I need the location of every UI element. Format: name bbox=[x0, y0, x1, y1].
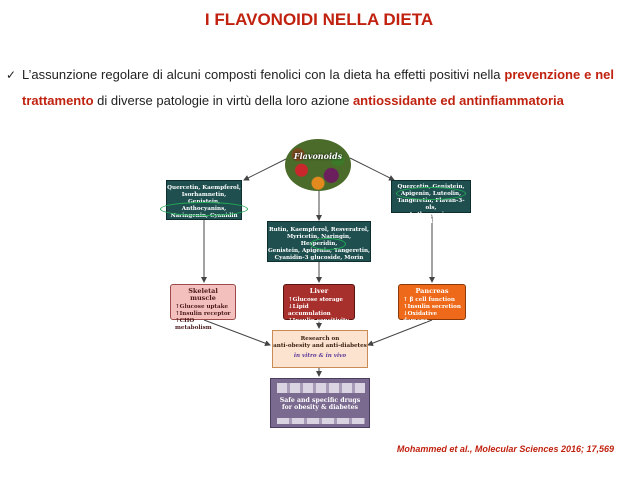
pancreas-title: Pancreas bbox=[415, 287, 449, 295]
lab-image-strip-bottom bbox=[277, 418, 365, 424]
pancreas-item: ↓Oxidative damage bbox=[403, 311, 438, 324]
safe-drugs-box: Safe and specific drugs for obesity & di… bbox=[270, 378, 370, 428]
pancreas-box: Pancreas ↑ β cell function ↑Insulin secr… bbox=[398, 284, 466, 324]
arrow-skeletal-research bbox=[203, 319, 271, 347]
flavonoids-label: Flavonoids bbox=[293, 151, 343, 161]
liver-item: ↓Lipid accumulation bbox=[288, 304, 331, 317]
skeletal-muscle-title: Skeletal muscle bbox=[188, 287, 218, 302]
slide-title: I FLAVONOIDI NELLA DIETA bbox=[204, 10, 434, 29]
bullet-highlight-antioxidant: antiossidante ed antinfiammatoria bbox=[352, 93, 564, 108]
arrow-pancreas-research bbox=[367, 319, 433, 346]
research-line-italic: in vitro & in vivo bbox=[293, 353, 347, 359]
liver-item: ↑Insulin sensitivity bbox=[288, 318, 349, 324]
highlight-ellipse-naringenin bbox=[160, 202, 248, 216]
liver-item: ↑Glucose storage bbox=[288, 297, 343, 303]
skeletal-muscle-item: ↑Glucose uptake bbox=[175, 304, 229, 310]
bullet-paragraph: ✓ L’assunzione regolare di alcuni compos… bbox=[6, 62, 615, 114]
safe-drugs-line: for obesity & diabetes bbox=[281, 404, 358, 411]
highlight-ellipse-apigenin bbox=[396, 187, 466, 200]
check-icon: ✓ bbox=[6, 68, 17, 82]
mid-compound-line: Cyanidin-3 glucoside, Morin bbox=[274, 255, 364, 261]
mid-compound-line: Genistein, Apigenin, Tangeretin, bbox=[268, 248, 370, 254]
liver-title: Liver bbox=[309, 287, 329, 295]
skeletal-muscle-item: ↑CHO metabolism bbox=[175, 318, 212, 331]
bullet-highlight-prevention: prevenzione e nel trattamento bbox=[22, 67, 615, 108]
left-compound-line: Naringenin, Cyanidin bbox=[170, 213, 238, 219]
mid-compound-line: Rutin, Kaempferol, Resveratrol, bbox=[269, 227, 369, 233]
skeletal-muscle-box: Skeletal muscle ↑Glucose uptake ↑Insulin… bbox=[170, 284, 236, 331]
skeletal-muscle-item: ↑Insulin receptor bbox=[175, 311, 231, 317]
citation: Mohammed et al., Molecular Sciences 2016… bbox=[396, 444, 614, 454]
research-box: Research on anti-obesity and anti-diabet… bbox=[272, 330, 368, 368]
research-line: Research on bbox=[300, 336, 340, 342]
pancreas-item: ↑ β cell function bbox=[403, 297, 455, 303]
arrow-center-right bbox=[349, 157, 395, 181]
right-compound-line: Anthocyanins, Theaflavins bbox=[408, 212, 454, 225]
bullet-text-part2: di diverse patologie in virtù della loro… bbox=[93, 93, 353, 108]
research-line: anti-obesity and anti-diabetes bbox=[273, 343, 367, 349]
flavonoids-food-image: Flavonoids bbox=[285, 139, 351, 191]
lab-image-strip bbox=[277, 383, 365, 393]
left-compound-line: Quercetin, Kaempferol, bbox=[167, 185, 241, 191]
bullet-text-part1: L’assunzione regolare di alcuni composti… bbox=[22, 67, 505, 82]
right-compound-line: Tangeretin, Flavan-3-ols, bbox=[397, 198, 465, 211]
liver-box: Liver ↑Glucose storage ↓Lipid accumulati… bbox=[283, 284, 355, 324]
safe-drugs-line: Safe and specific drugs bbox=[279, 397, 361, 404]
highlight-ellipse-mid-apigenin bbox=[310, 238, 346, 250]
pancreas-item: ↑Insulin secretion bbox=[403, 304, 461, 310]
arrow-center-left bbox=[243, 157, 289, 181]
